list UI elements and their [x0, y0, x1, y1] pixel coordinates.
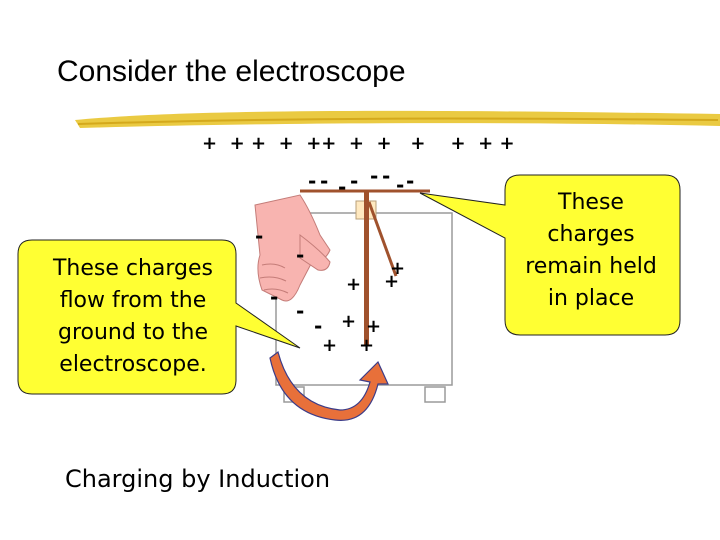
negative-charges-hand: - - - - - [255, 224, 322, 338]
plus-sign: + [384, 271, 399, 292]
minus-sign: - [338, 175, 346, 199]
left-callout-line: flow from the [59, 288, 207, 313]
plus-sign: + [359, 335, 374, 356]
minus-sign: - [406, 169, 414, 193]
left-callout-line: ground to the [57, 320, 208, 345]
left-callout-line: electroscope. [59, 352, 207, 377]
minus-sign: - [320, 169, 328, 193]
left-callout-text: These charges flow from the ground to th… [30, 253, 236, 381]
diagram-caption: Charging by Induction [65, 465, 331, 493]
plus-sign: + [390, 258, 405, 279]
title-highlight-stroke-thin [77, 117, 719, 125]
left-callout-bubble [17, 239, 301, 395]
electroscope-stem [364, 191, 369, 346]
minus-sign: - [314, 314, 322, 338]
minus-sign: - [308, 169, 316, 193]
electroscope-leaf [367, 201, 398, 277]
right-callout-text: These charges remain held in place [501, 187, 681, 315]
right-callout-line: in place [547, 286, 635, 311]
electroscope-foot-right [424, 386, 446, 403]
negative-charges-top: - - - - - - - - [308, 164, 414, 199]
minus-sign: - [370, 164, 378, 188]
slide-title: Consider the electroscope [57, 55, 406, 88]
minus-sign: - [296, 299, 304, 323]
plus-sign: + [322, 335, 337, 356]
minus-sign: - [350, 169, 358, 193]
right-callout-bubble [419, 174, 681, 336]
plus-sign: + [366, 316, 381, 337]
plus-sign: + [341, 311, 356, 332]
minus-sign: - [396, 173, 404, 197]
minus-sign: - [255, 224, 263, 248]
plus-sign: + [346, 274, 361, 295]
minus-sign: - [382, 164, 390, 188]
grounding-hand-icon [254, 194, 331, 302]
charge-flow-arrow-icon [269, 350, 389, 421]
left-callout-line: These charges [52, 256, 214, 281]
minus-sign: - [296, 243, 304, 267]
right-callout-line: charges [547, 222, 635, 247]
right-callout-line: remain held [525, 254, 657, 279]
positive-charges-electroscope: + + + + + + + [322, 258, 405, 356]
charged-rod-positive-charges: + + + + ++ + + + + + + [202, 133, 515, 154]
right-callout-line: These [558, 190, 624, 215]
minus-sign: - [270, 285, 278, 309]
